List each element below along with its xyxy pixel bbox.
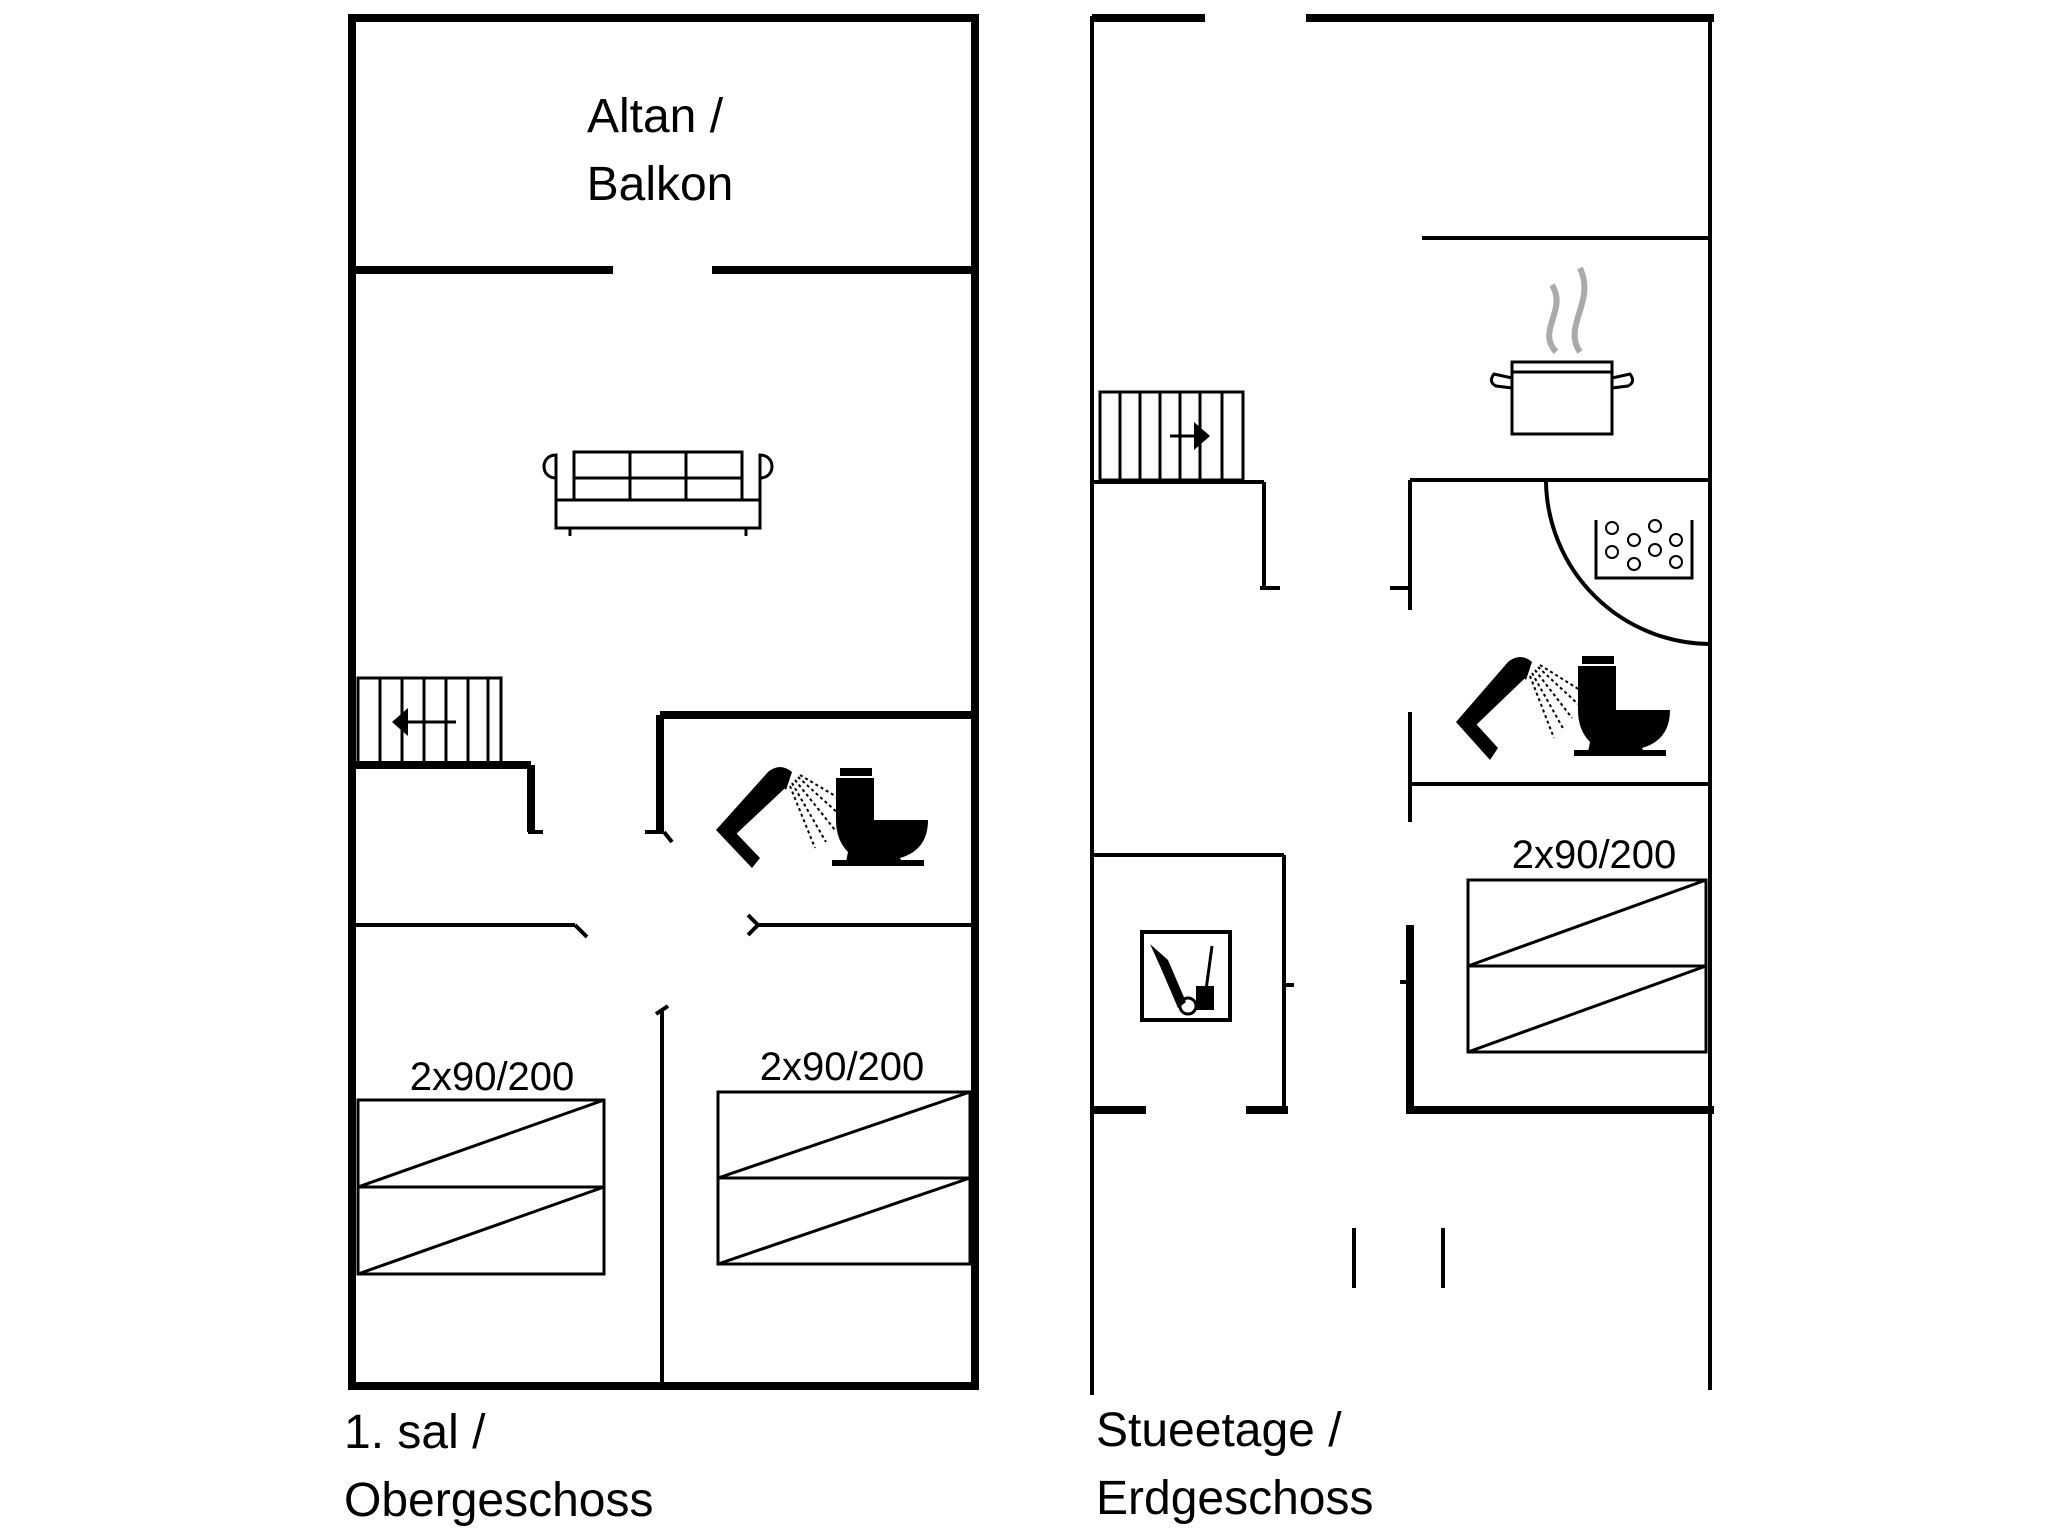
bed-size-label-left: 2x90/200 [410,1055,575,1099]
stairs-icon [356,676,503,767]
utility-tools-icon [1140,930,1232,1022]
ground-floor-plan: 2x90/200 Stueetage / Erdgeschoss [1090,14,1714,1525]
bed-size-label: 2x90/200 [1512,833,1677,877]
bed-size-label-right: 2x90/200 [760,1045,925,1089]
shower-icon [716,767,843,868]
toilet-icon [1574,656,1670,756]
floor-caption-upper-line1: 1. sal / [344,1406,486,1459]
cooking-pot-icon [1489,266,1635,436]
bed-icon [356,1098,606,1276]
bed-icon [1466,878,1708,1054]
balcony-label-line1: Altan / [587,90,724,143]
sofa-icon [542,450,774,536]
balcony-label-line2: Balkon [587,158,734,211]
shower-icon [1456,657,1581,760]
whirlpool-icon [1594,519,1694,580]
upper-floor-plan: Altan / Balkon 2x90/200 2x90/200 1. sal … [344,14,979,1527]
bed-icon [716,1090,972,1266]
floor-caption-ground-line2: Erdgeschoss [1096,1472,1373,1525]
stairs-icon [1098,390,1245,482]
toilet-icon [832,768,928,866]
floor-caption-ground-line1: Stueetage / [1096,1404,1342,1457]
floor-caption-upper-line2: Obergeschoss [344,1474,654,1527]
